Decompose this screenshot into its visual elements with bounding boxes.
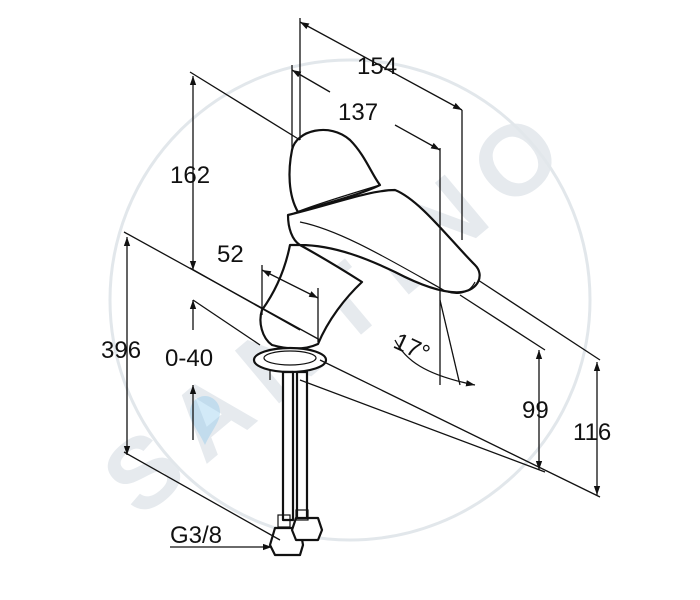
water-drop-icon — [190, 396, 220, 445]
lever-split — [289, 184, 381, 216]
dim-99-label: 99 — [522, 397, 549, 424]
connector-nut-right — [290, 516, 324, 542]
dim-g3-8-label: G3/8 — [170, 522, 222, 549]
supply-hose-right — [295, 370, 309, 522]
spout-tip — [439, 281, 476, 294]
spout-body — [286, 188, 481, 294]
dim-116-label: 116 — [573, 419, 611, 446]
supply-hose-left — [281, 370, 295, 522]
dim-162-label: 162 — [170, 162, 210, 189]
dim-396-label: 396 — [101, 337, 141, 364]
nut-collar-left — [277, 514, 291, 528]
dim-52-label: 52 — [217, 241, 244, 268]
nut-collar-right — [295, 509, 309, 521]
dim-154-label: 154 — [357, 53, 397, 80]
dim-0-40-label: 0-40 — [165, 345, 213, 372]
dim-137-label: 137 — [338, 99, 378, 126]
dimension-lines — [123, 18, 601, 551]
base-ring-inner — [263, 350, 317, 366]
spout-edge — [299, 221, 441, 289]
dim-17-degree-label: 17° — [389, 328, 433, 368]
